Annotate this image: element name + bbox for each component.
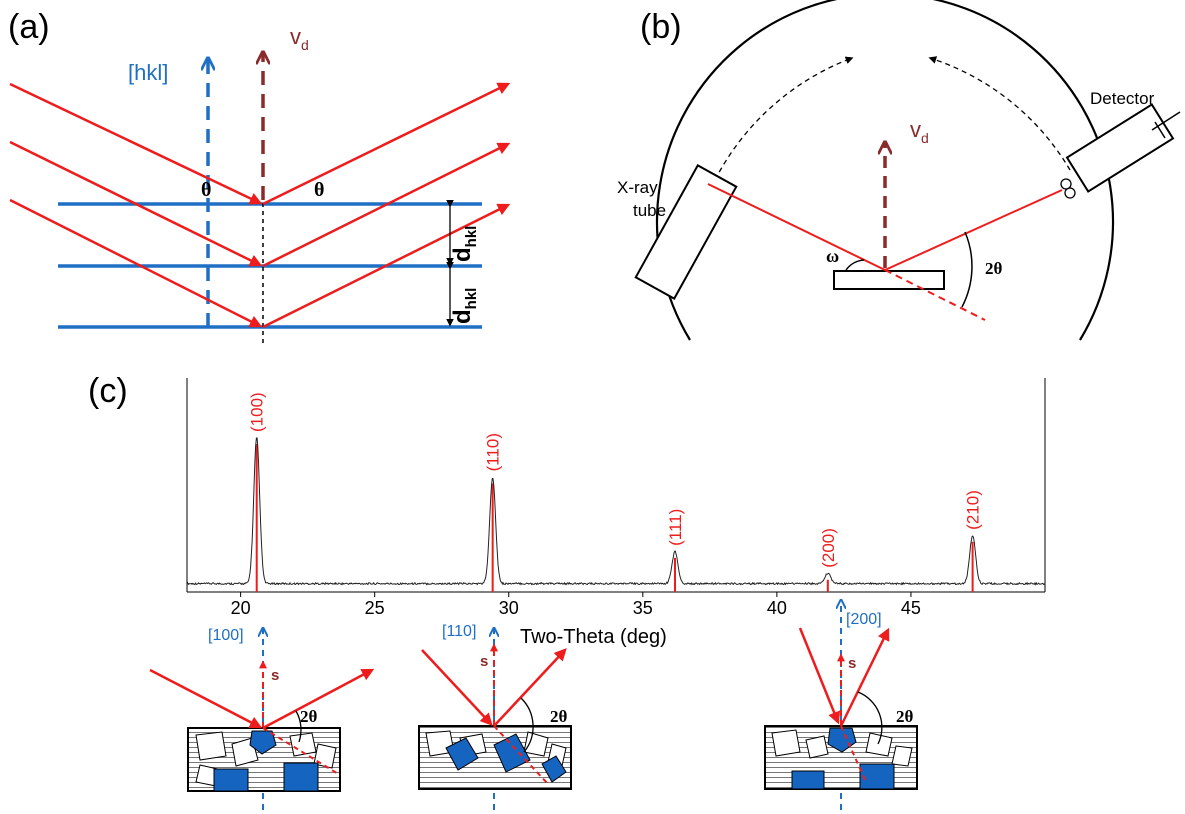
oriented-grain bbox=[541, 755, 567, 783]
svg-text:dhkl: dhkl bbox=[449, 226, 480, 262]
x-tick-label: 30 bbox=[499, 598, 519, 618]
theta-left-label: θ bbox=[201, 179, 211, 201]
x-tick-label: 45 bbox=[901, 598, 921, 618]
s-label: s bbox=[480, 653, 488, 670]
reflected-ray-2 bbox=[262, 142, 511, 268]
peak-label: (210) bbox=[964, 490, 983, 530]
vd-label-b: vd bbox=[910, 117, 929, 146]
xrd-pattern-line bbox=[186, 437, 1046, 586]
x-tick-label: 20 bbox=[231, 598, 251, 618]
diffracted-ray bbox=[839, 627, 890, 727]
peak-label: (111) bbox=[666, 509, 685, 546]
x-tick-label: 25 bbox=[365, 598, 385, 618]
oriented-grain bbox=[283, 762, 319, 792]
two-theta-arc bbox=[857, 691, 883, 745]
s-label: s bbox=[848, 655, 856, 672]
oriented-grain bbox=[791, 770, 825, 790]
panel-c-letter: (c) bbox=[88, 372, 128, 410]
peak-label: (110) bbox=[484, 433, 503, 471]
grain-inset-200: [200] s 2θ bbox=[764, 600, 918, 810]
two-theta-arc bbox=[295, 710, 302, 743]
xray-tube-label-line1: X-ray bbox=[617, 178, 658, 197]
oriented-grain bbox=[493, 733, 531, 773]
diffracted-beam bbox=[884, 189, 1063, 271]
omega-arc bbox=[845, 259, 865, 271]
detector-slit-1 bbox=[1060, 178, 1072, 190]
svg-text:dhkl: dhkl bbox=[449, 288, 480, 324]
panel-b-letter: (b) bbox=[640, 8, 682, 46]
x-tick-label: 40 bbox=[767, 598, 787, 618]
two-theta-label-b: 2θ bbox=[985, 259, 1003, 278]
oriented-grain bbox=[249, 730, 277, 755]
panel-c: (c) 20 25 30 35 40 45 (100) (110) (111) (200) (21… bbox=[88, 372, 1046, 810]
ray-extension bbox=[493, 725, 549, 785]
x-tick-label: 35 bbox=[633, 598, 653, 618]
two-theta-label: 2θ bbox=[300, 707, 318, 726]
detector-box bbox=[1065, 103, 1175, 193]
panel-b: (b) X-ray tube Detector vd ω 2θ bbox=[617, 0, 1181, 341]
d-hkl-label-2: dhkl bbox=[449, 288, 480, 324]
xray-tube-label-line2: tube bbox=[633, 201, 666, 220]
oriented-grain bbox=[445, 737, 479, 771]
grain-inset-110: [110] s 2θ bbox=[418, 623, 572, 810]
detector-label: Detector bbox=[1090, 89, 1155, 108]
detector-slit-2 bbox=[1064, 187, 1076, 199]
peak-label: (100) bbox=[248, 392, 267, 432]
incident-ray-1 bbox=[9, 82, 263, 205]
incident-ray bbox=[149, 668, 263, 729]
ray-extension bbox=[262, 727, 341, 776]
reflected-ray-1 bbox=[262, 82, 511, 206]
peak-label: (200) bbox=[819, 528, 838, 568]
sample-box bbox=[833, 270, 945, 290]
hkl-label: [hkl] bbox=[128, 60, 168, 85]
incident-ray-2 bbox=[9, 140, 263, 267]
incident-ray bbox=[798, 627, 841, 725]
two-theta-arc bbox=[961, 231, 973, 308]
reflected-ray-3 bbox=[262, 203, 511, 329]
two-theta-arc bbox=[520, 697, 534, 753]
panel-a: (a) [hkl] vd θ θ dhkl dhkl bbox=[8, 8, 511, 346]
s-label: s bbox=[271, 667, 279, 684]
d-hkl-label-1: dhkl bbox=[449, 226, 480, 262]
detector-window-line-2 bbox=[1151, 111, 1181, 131]
grain-direction-label: [110] bbox=[442, 623, 476, 640]
omega-label: ω bbox=[826, 246, 839, 266]
incident-ray-3 bbox=[9, 198, 263, 328]
ray-extension bbox=[840, 725, 867, 783]
diffracted-ray bbox=[262, 668, 375, 730]
grain-inset-100: [100] s 2θ bbox=[149, 627, 375, 810]
theta-right-label: θ bbox=[314, 179, 324, 201]
goniometer-circle bbox=[655, 0, 1115, 341]
oriented-grain bbox=[859, 763, 895, 790]
grain-direction-label: [100] bbox=[208, 627, 244, 644]
chart-x-axis-label: Two-Theta (deg) bbox=[520, 626, 667, 648]
xray-tube-box bbox=[634, 163, 738, 301]
two-theta-label: 2θ bbox=[896, 707, 914, 726]
detector-window-line bbox=[1154, 121, 1166, 139]
incident-ray bbox=[421, 649, 493, 726]
xrd-chart: 20 25 30 35 40 45 (100) (110) (111) (200) (210) T… bbox=[186, 378, 1046, 648]
beam-extension-dashed bbox=[884, 269, 986, 321]
grain-direction-label: [200] bbox=[846, 611, 882, 628]
panel-a-letter: (a) bbox=[8, 8, 50, 46]
incident-beam bbox=[707, 183, 886, 271]
tube-rotation-arc bbox=[714, 56, 854, 181]
oriented-grain bbox=[213, 768, 249, 792]
vd-label: vd bbox=[290, 24, 309, 53]
two-theta-label: 2θ bbox=[550, 707, 568, 726]
diffracted-ray bbox=[493, 648, 567, 727]
detector-rotation-arc bbox=[928, 56, 1071, 171]
